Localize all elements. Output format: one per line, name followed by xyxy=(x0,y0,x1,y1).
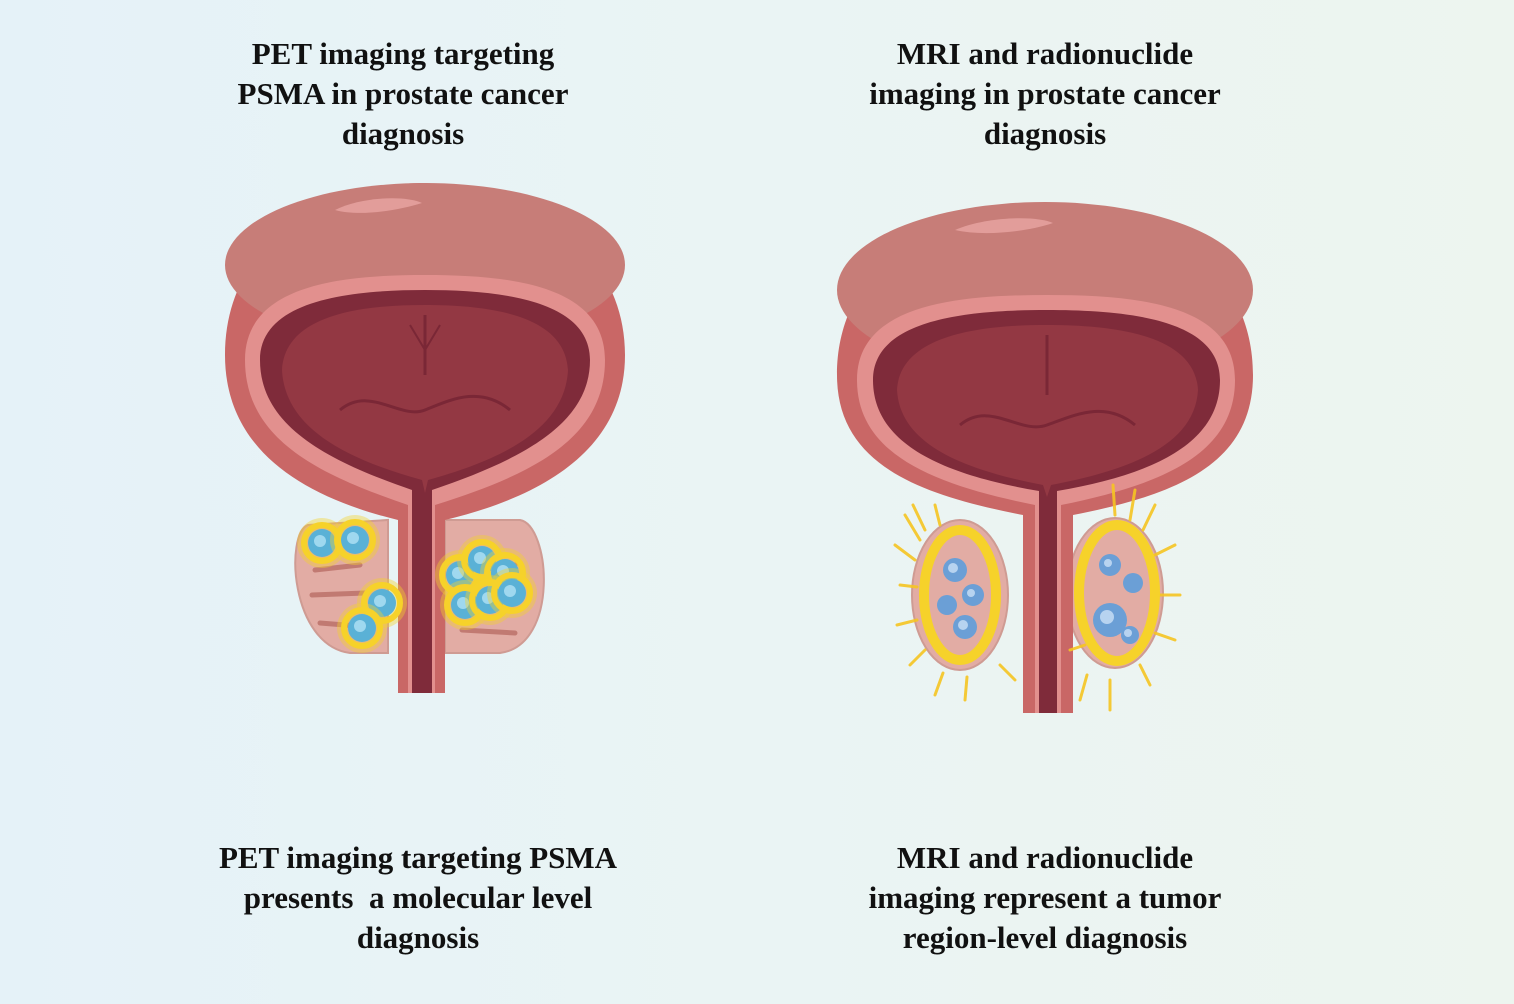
psma-cell xyxy=(337,603,387,653)
bladder-prostate-region-illustration xyxy=(837,202,1253,713)
left-panel-caption: PET imaging targeting PSMA presents a mo… xyxy=(178,838,658,958)
tumor-region-left xyxy=(893,503,1017,702)
right-caption-line-3: region-level diagnosis xyxy=(902,920,1188,955)
prostate-gland xyxy=(911,517,1164,671)
bladder xyxy=(837,202,1253,713)
right-panel-caption: MRI and radionuclide imaging represent a… xyxy=(830,838,1260,958)
psma-cell xyxy=(487,568,537,618)
psma-labeled-cancer-cells xyxy=(297,515,537,653)
right-caption-line-1: MRI and radionuclide xyxy=(896,840,1194,875)
bladder xyxy=(225,183,625,693)
right-panel-title: MRI and radionuclide imaging in prostate… xyxy=(835,34,1255,154)
left-panel-title: PET imaging targeting PSMA in prostate c… xyxy=(203,34,603,154)
psma-cell xyxy=(297,518,347,568)
bladder-prostate-psma-illustration xyxy=(225,183,625,693)
right-caption-line-2: imaging represent a tumor xyxy=(868,880,1222,915)
left-title-line-1: PET imaging targeting xyxy=(251,36,555,71)
left-caption-line-2: presents a molecular level xyxy=(243,880,593,915)
psma-cell xyxy=(357,578,407,628)
psma-cell xyxy=(330,515,380,565)
right-title-line-1: MRI and radionuclide xyxy=(896,36,1194,71)
left-title-line-2: PSMA in prostate cancer xyxy=(237,76,569,111)
left-caption-line-3: diagnosis xyxy=(356,920,480,955)
tumor-region-right xyxy=(1068,483,1182,712)
left-title-line-3: diagnosis xyxy=(341,116,465,151)
left-caption-line-1: PET imaging targeting PSMA xyxy=(218,840,618,875)
right-title-line-2: imaging in prostate cancer xyxy=(869,76,1221,111)
right-title-line-3: diagnosis xyxy=(983,116,1107,151)
